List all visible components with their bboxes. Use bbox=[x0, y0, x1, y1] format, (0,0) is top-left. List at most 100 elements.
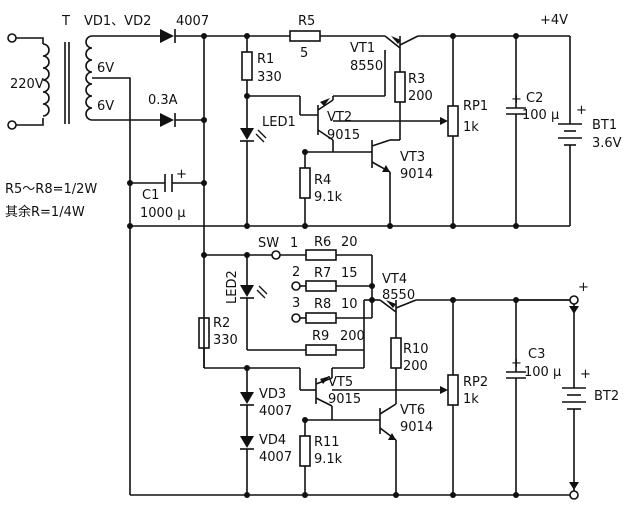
transistor-vt6: VT6 9014 bbox=[360, 403, 433, 441]
vt5-name: VT5 bbox=[328, 375, 353, 390]
vt3-type: 9014 bbox=[400, 167, 433, 182]
resistor-r9: R9 200 bbox=[305, 329, 365, 356]
output2-terminals: + bbox=[569, 280, 589, 500]
transistor-vt3: VT3 9014 bbox=[345, 139, 433, 182]
transformer: T 6V 6V bbox=[42, 14, 114, 124]
r7-value: 15 bbox=[341, 266, 358, 281]
r2-value: 330 bbox=[213, 333, 238, 348]
led-led2: LED2 bbox=[225, 270, 268, 304]
secondary-lower-voltage: 6V bbox=[97, 99, 114, 114]
rectifier-diode-vd2 bbox=[160, 113, 176, 127]
r5-value: 5 bbox=[300, 46, 308, 61]
resistor-r5: R5 5 bbox=[289, 14, 321, 61]
switch-position-2: 2 bbox=[292, 265, 300, 280]
output2-plus: + bbox=[578, 280, 589, 295]
rp2-name: RP2 bbox=[463, 375, 488, 390]
power-note-others: 其余R=1/4W bbox=[5, 204, 85, 220]
bt2-polarity: + bbox=[580, 367, 591, 382]
c3-value: 100 μ bbox=[524, 365, 561, 380]
r8-name: R8 bbox=[314, 297, 331, 312]
output1-voltage: +4V bbox=[540, 13, 568, 28]
led2-label: LED2 bbox=[225, 270, 240, 304]
power-note-r5-r8: R5～R8=1/2W bbox=[5, 182, 97, 197]
vt2-name: VT2 bbox=[327, 110, 352, 125]
r2-name: R2 bbox=[213, 316, 230, 331]
r4-value: 9.1k bbox=[314, 190, 343, 205]
rp1-name: RP1 bbox=[463, 99, 488, 114]
rp1-value: 1k bbox=[463, 120, 479, 135]
rectifier-diodes-label: VD1、VD2 bbox=[84, 14, 151, 29]
transistor-vt5: VT5 9015 bbox=[300, 375, 361, 407]
bt1-polarity: + bbox=[576, 103, 587, 118]
mains-input: 220V bbox=[7, 33, 44, 130]
resistor-r11: R11 9.1k bbox=[299, 435, 343, 467]
rectifier-type-label: 4007 bbox=[176, 14, 209, 29]
vt2-type: 9015 bbox=[327, 128, 360, 143]
capacitor-c3: + C3 100 μ bbox=[506, 347, 561, 380]
r6-value: 20 bbox=[341, 235, 358, 250]
r10-name: R10 bbox=[403, 342, 429, 357]
c3-polarity: + bbox=[511, 356, 522, 371]
rectifier-diode-vd1 bbox=[160, 29, 176, 43]
rp2-value: 1k bbox=[463, 392, 479, 407]
transformer-label: T bbox=[61, 14, 70, 29]
r7-name: R7 bbox=[314, 266, 331, 281]
resistor-r8: R8 10 bbox=[305, 297, 358, 324]
r11-name: R11 bbox=[314, 435, 340, 450]
resistor-r2: R2 330 bbox=[198, 316, 238, 349]
vt3-name: VT3 bbox=[400, 150, 425, 165]
vt4-name: VT4 bbox=[382, 272, 407, 287]
vt5-type: 9015 bbox=[328, 392, 361, 407]
c1-name: C1 bbox=[142, 188, 159, 203]
r8-value: 10 bbox=[341, 297, 358, 312]
vt1-name: VT1 bbox=[350, 41, 375, 56]
c2-name: C2 bbox=[526, 91, 543, 106]
r3-name: R3 bbox=[408, 72, 425, 87]
r3-value: 200 bbox=[408, 89, 433, 104]
capacitor-c1: + C1 1000 μ bbox=[130, 167, 204, 221]
r10-value: 200 bbox=[403, 359, 428, 374]
secondary-upper-voltage: 6V bbox=[97, 61, 114, 76]
c1-value: 1000 μ bbox=[140, 206, 186, 221]
resistor-r4: R4 9.1k bbox=[299, 167, 343, 205]
vt6-name: VT6 bbox=[400, 403, 425, 418]
r11-value: 9.1k bbox=[314, 452, 343, 467]
c1-polarity: + bbox=[176, 167, 187, 182]
switch-position-1: 1 bbox=[290, 236, 298, 251]
vd4-name: VD4 bbox=[259, 433, 286, 448]
potentiometer-rp1: RP1 1k bbox=[447, 99, 488, 137]
resistor-r7: R7 15 bbox=[305, 266, 358, 292]
resistor-r6: R6 20 bbox=[305, 235, 358, 261]
resistor-r3: R3 200 bbox=[394, 71, 433, 104]
current-rating-label: 0.3A bbox=[148, 93, 178, 108]
capacitor-c2: + C2 100 μ bbox=[506, 91, 559, 123]
vt4-type: 8550 bbox=[382, 288, 415, 303]
led1-label: LED1 bbox=[262, 115, 296, 130]
bt2-name: BT2 bbox=[594, 389, 619, 404]
c3-name: C3 bbox=[528, 347, 545, 362]
potentiometer-rp2: RP2 1k bbox=[447, 374, 488, 407]
vt1-type: 8550 bbox=[350, 59, 383, 74]
r5-name: R5 bbox=[298, 14, 315, 29]
led-led1: LED1 bbox=[240, 115, 296, 143]
vd3-type: 4007 bbox=[259, 404, 292, 419]
sw-label: SW bbox=[258, 236, 279, 251]
switch-position-3: 3 bbox=[292, 296, 300, 311]
r4-name: R4 bbox=[314, 173, 331, 188]
battery-bt2: + BT2 bbox=[562, 304, 619, 491]
transistor-vt4: VT4 8550 bbox=[379, 272, 417, 328]
c2-value: 100 μ bbox=[522, 108, 559, 123]
vd3-name: VD3 bbox=[259, 387, 286, 402]
battery-bt1: + BT1 3.6V bbox=[558, 103, 622, 151]
vt6-type: 9014 bbox=[400, 420, 433, 435]
r1-value: 330 bbox=[257, 70, 282, 85]
r6-name: R6 bbox=[314, 235, 331, 250]
bt1-name: BT1 bbox=[592, 118, 617, 133]
c2-polarity: + bbox=[511, 92, 522, 107]
selector-switch[interactable]: SW 1 2 3 bbox=[258, 236, 306, 323]
transistor-vt2: VT2 9015 bbox=[300, 98, 360, 143]
r1-name: R1 bbox=[257, 52, 274, 67]
transistor-vt1: VT1 8550 bbox=[350, 35, 419, 74]
mains-voltage-label: 220V bbox=[10, 77, 44, 92]
